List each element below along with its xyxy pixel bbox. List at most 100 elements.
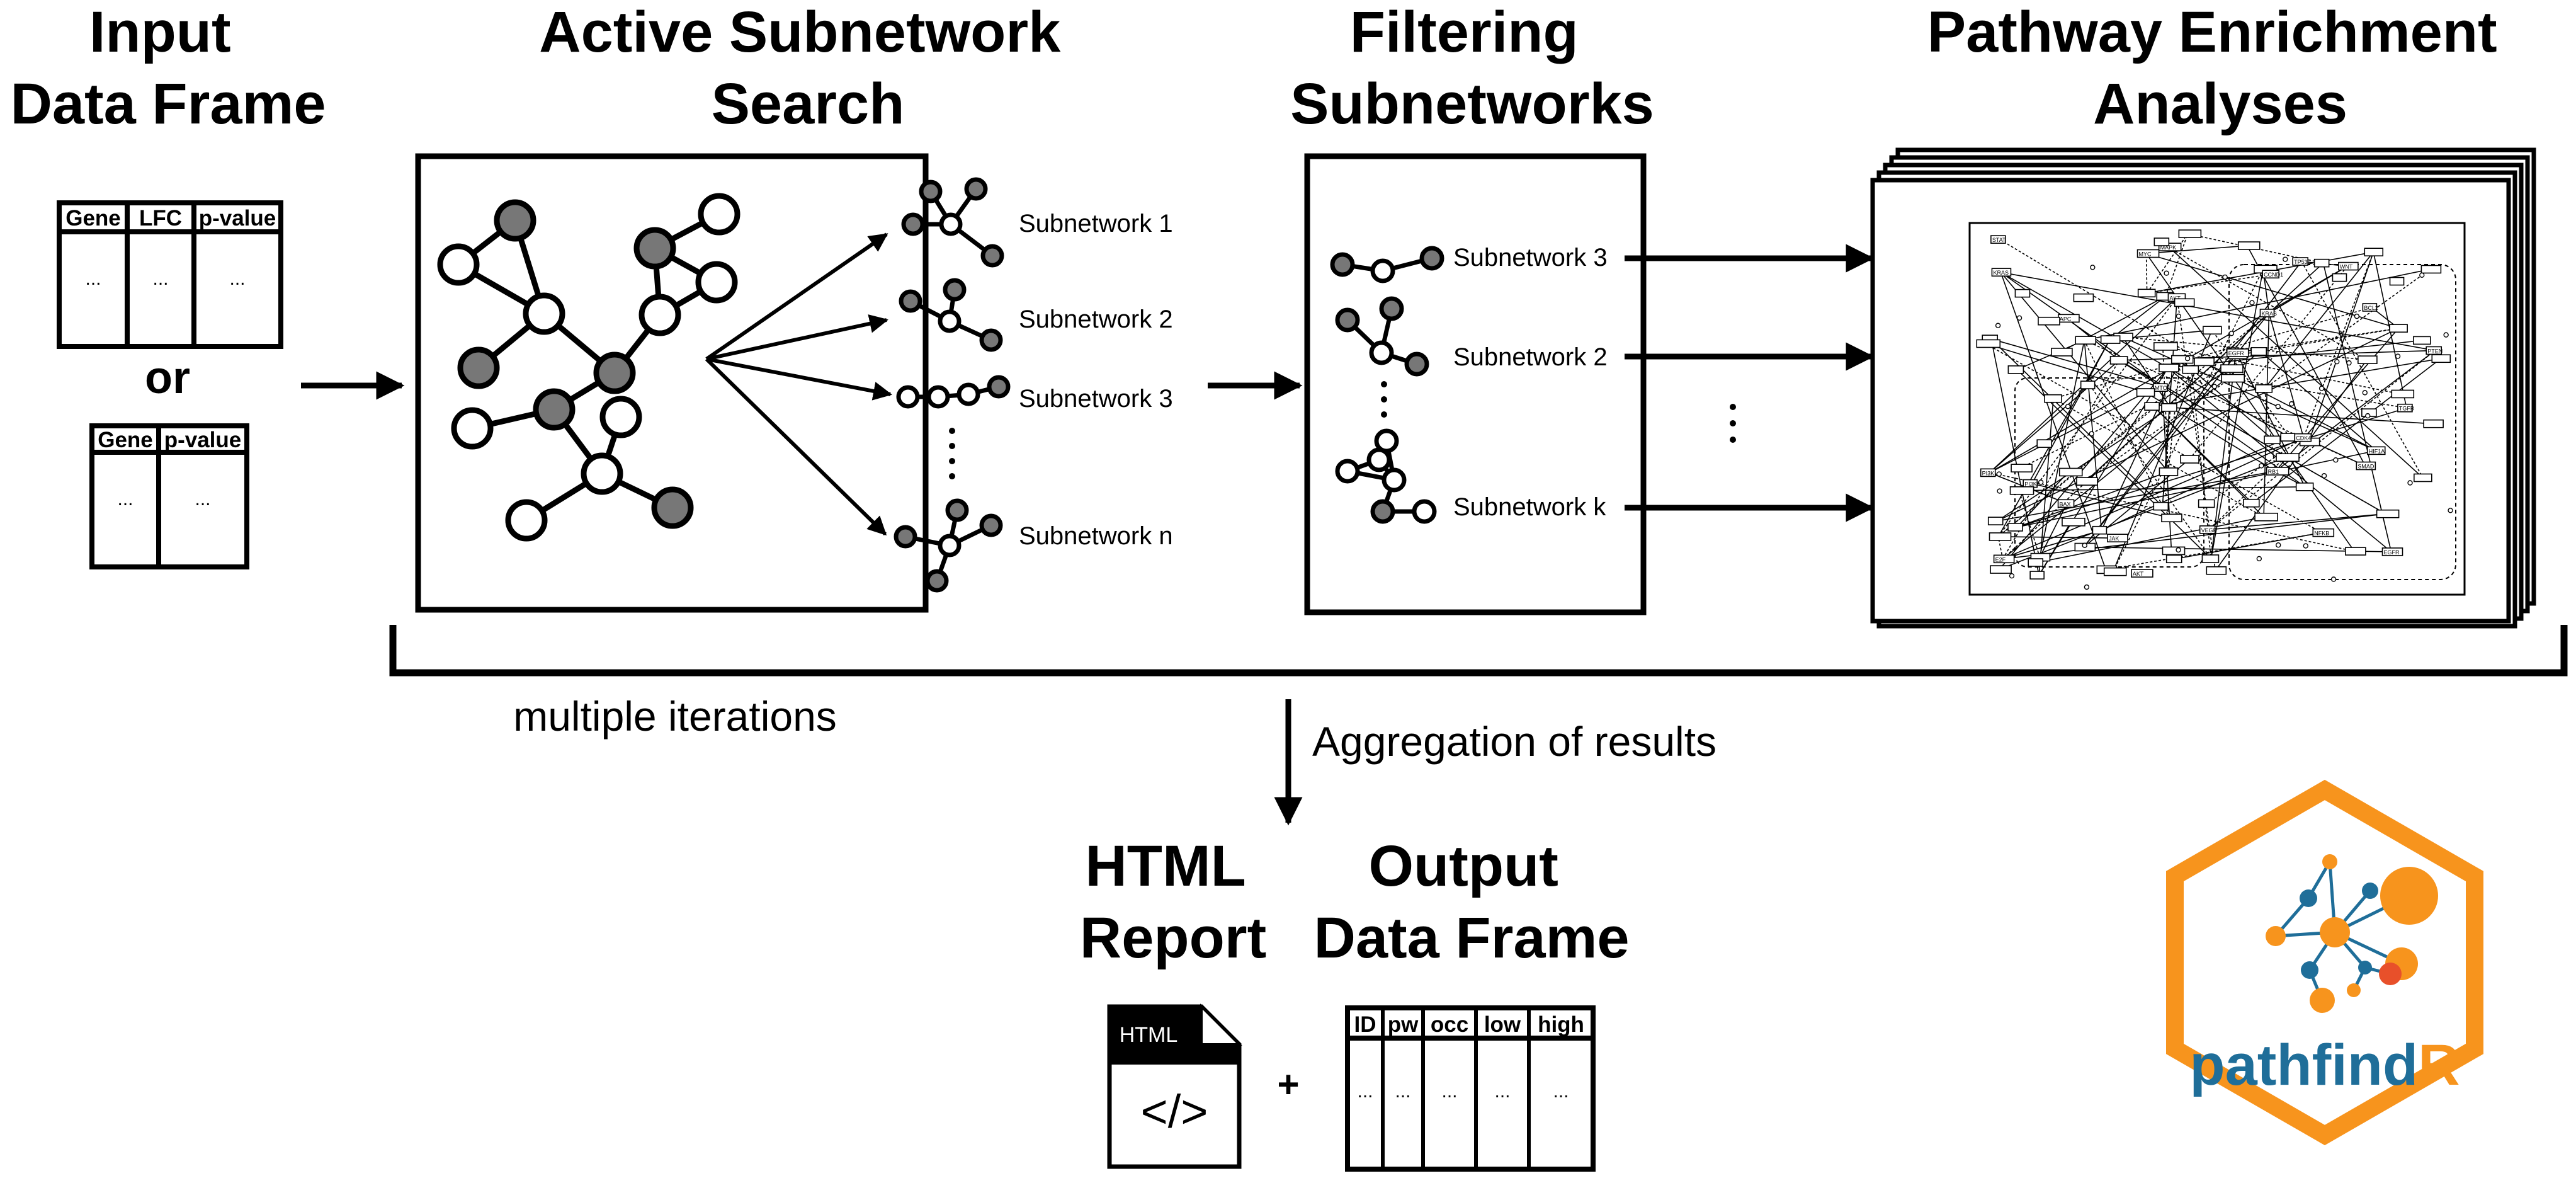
pathway-map-gene-box	[2423, 419, 2444, 428]
pathway-map-gene-box	[2376, 509, 2400, 518]
html-file-icon: HTML </>	[1107, 1003, 1242, 1169]
pathway-map-gene-box	[2075, 336, 2097, 345]
plus-sign: +	[1277, 1063, 1299, 1106]
pathway-map-gene-label: TP53	[2294, 259, 2308, 265]
pathway-map-gene-box	[2366, 446, 2386, 455]
subnetwork-label: Subnetwork 2	[1019, 306, 1173, 333]
pathway-map-gene-label: BCL2	[2364, 305, 2378, 311]
pathway-map-gene-box	[2007, 523, 2023, 532]
pathway-map-gene-box	[2051, 348, 2073, 357]
multiple-iterations-label: multiple iterations	[513, 693, 837, 740]
pathway-map-gene-box	[2076, 477, 2098, 486]
logo-wordmark: pathfindR	[2189, 1033, 2460, 1097]
pathway-map-gene-label: STAT	[1992, 237, 2006, 243]
pathway-map-gene-box	[2159, 467, 2179, 476]
pathway-map-gene-box	[2332, 273, 2347, 282]
pathway-map-gene-box	[2080, 380, 2096, 389]
fan-out-arrows	[705, 232, 892, 536]
pathway-map-gene-label: SMAD	[2358, 464, 2375, 470]
pathway-map-gene-box	[2338, 261, 2359, 271]
pathway-map-gene-box	[2362, 303, 2378, 312]
filtered-subnetwork-k-graph	[1335, 428, 1437, 524]
output-data-frame-title: Output Data Frame	[1314, 834, 1629, 970]
filtering-subnetworks-box	[1304, 153, 1647, 615]
pathway-map-gene-box	[2007, 365, 2024, 374]
pathway-map-gene-box	[2292, 257, 2308, 266]
pathway-map-gene-box	[1976, 339, 2001, 348]
pathway-map-gene-box	[2276, 453, 2300, 462]
pathway-map-gene-box	[2131, 569, 2153, 578]
pathway-map-gene-label: VEGF	[2201, 527, 2217, 534]
pathway-map-gene-box	[2174, 298, 2195, 307]
pathway-map-gene-box	[2198, 499, 2215, 508]
pathway-map-gene-box	[2259, 309, 2275, 317]
pathway-map-gene-label: RB1	[2268, 469, 2279, 475]
pathway-map-gene-box	[2144, 402, 2160, 411]
table-cell: ...	[1441, 1081, 1457, 1102]
pathway-map-gene-box	[2109, 356, 2128, 365]
pathway-map-gene-box	[2254, 512, 2278, 522]
pathway-map-gene-box	[2397, 403, 2413, 413]
active-subnetwork-search-box	[415, 153, 929, 613]
pathway-map-gene-label: AKT	[2133, 571, 2144, 577]
pathway-map-gene-box	[2420, 265, 2442, 274]
table-header: low	[1484, 1012, 1521, 1037]
pathway-map-gene-box	[2226, 348, 2249, 357]
pathway-map-gene-box	[2221, 374, 2245, 383]
pathway-map-gene-box	[2426, 346, 2443, 355]
table-cell: ...	[152, 268, 168, 289]
table-header: pw	[1388, 1012, 1419, 1037]
pathway-map-gene-label: KRAS	[2261, 311, 2277, 317]
pathway-map-gene-label: CDK4	[2296, 435, 2311, 442]
table-header: p-value	[199, 206, 276, 231]
pathway-map-gene-label: HIF1A	[2369, 448, 2385, 454]
pathway-map-gene-box	[2280, 433, 2296, 442]
pathway-map-gene-box	[2414, 473, 2432, 483]
pathway-map-gene-box	[2136, 388, 2155, 397]
pathway-enrichment-title: Pathway Enrichment Analyses	[1927, 0, 2513, 136]
subnetwork-label: Subnetwork n	[1019, 522, 1173, 550]
table-header: occ	[1431, 1012, 1468, 1037]
filtered-subnetwork-2-graph	[1335, 296, 1429, 377]
subnetwork-dots-vertical	[949, 428, 955, 479]
pathway-map-gene-box	[2389, 324, 2408, 333]
pathway-dots-vertical	[1730, 404, 1736, 443]
subnetwork-label: Subnetwork 1	[1019, 210, 1173, 237]
pathway-map-gene-box	[2381, 547, 2403, 556]
svg-text:</>: </>	[1141, 1085, 1208, 1138]
pathway-map-gene-box	[2029, 571, 2045, 580]
svg-text:HTML: HTML	[1120, 1023, 1178, 1047]
pathway-map-gene-box	[2153, 342, 2178, 351]
html-report-title: HTML Report	[1080, 834, 1266, 970]
pathway-map-gene-box	[2312, 528, 2335, 537]
pathway-map-gene-label: PI3K	[2024, 481, 2037, 488]
pathway-map-gene-box	[2206, 566, 2227, 575]
table-cell: ...	[1395, 1081, 1410, 1102]
pathway-map-gene-label: AKT	[2169, 295, 2181, 301]
pathway-map-gene-box	[2180, 455, 2199, 464]
subnetwork-1-graph	[901, 177, 1004, 268]
pathway-map-gene-box	[1987, 517, 2004, 525]
pathway-map-gene-box	[2313, 258, 2330, 268]
pathway-map-gene-box	[2345, 547, 2366, 556]
pathway-map-gene-box	[2136, 249, 2160, 258]
pathway-map-gene-box	[2057, 499, 2075, 508]
pathway-map-gene-box	[2058, 467, 2083, 477]
pathway-map-gene-box	[2178, 229, 2202, 238]
pathway-map-gene-box	[1990, 565, 2012, 574]
pathway-map-gene-box	[2014, 289, 2031, 298]
pathway-map-gene-label: PI3K	[1982, 470, 1995, 476]
pathway-map-gene-box	[2009, 486, 2034, 495]
pathway-map-gene-box	[2412, 336, 2431, 345]
pathway-map-gene-box	[2159, 363, 2179, 372]
pathway-map-gene-label: BAX	[2060, 501, 2071, 507]
filtered-subnetwork-label: Subnetwork k	[1453, 493, 1606, 521]
pathway-map-gene-label: EGFR	[2384, 549, 2400, 556]
filtering-title: Filtering Subnetworks	[1290, 0, 1654, 136]
pathway-map-gene-label: MAPK	[2160, 244, 2177, 251]
subnetwork-2-graph	[899, 278, 1003, 352]
subnetwork-n-graph	[894, 498, 1003, 593]
table-cell: ...	[117, 489, 133, 510]
pathway-map-gene-box	[2044, 394, 2062, 403]
